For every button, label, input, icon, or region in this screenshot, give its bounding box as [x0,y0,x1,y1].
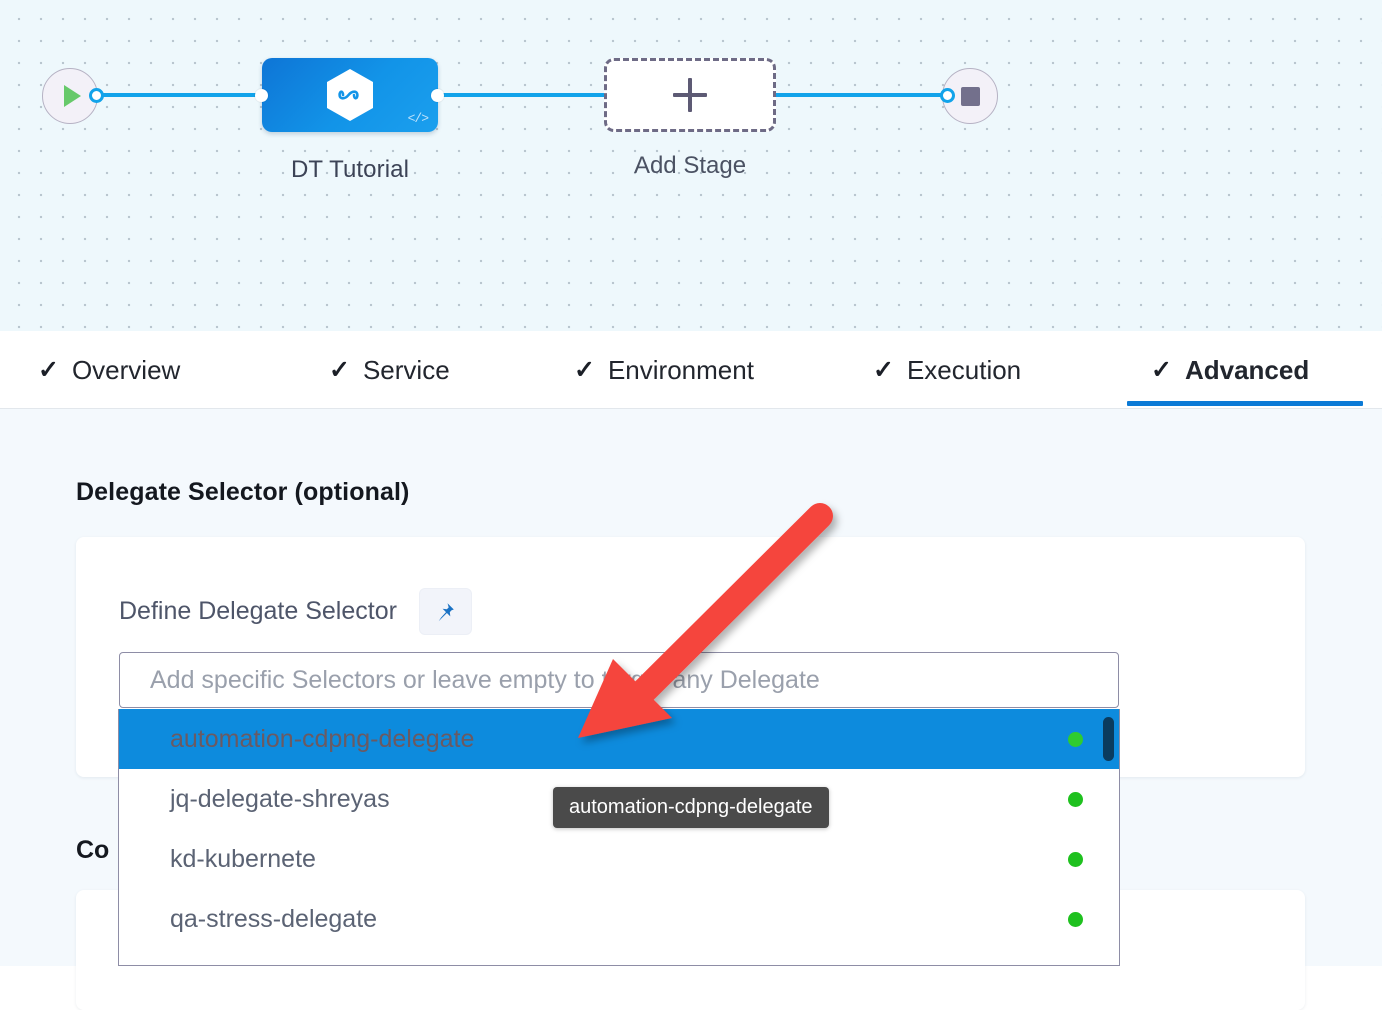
define-delegate-selector-row: Define Delegate Selector [119,588,472,635]
tab-execution-label: Execution [906,354,1022,385]
pipeline-start-node[interactable] [42,68,98,124]
tab-service-label: Service [362,354,450,385]
check-icon: ✓ [873,355,894,384]
tab-environment-label: Environment [607,354,754,385]
stage-output-port [431,89,444,102]
end-node-port [940,88,955,103]
delegate-selector-input[interactable]: Add specific Selectors or leave empty to… [119,652,1119,708]
plus-icon [673,78,707,112]
code-badge-icon: </> [407,111,429,126]
delegate-name: automation-cdpng-delegate [170,724,475,753]
connector-start-to-stage [96,93,268,97]
tab-advanced[interactable]: ✓ Advanced [1151,331,1309,409]
tab-execution[interactable]: ✓ Execution [873,331,1021,409]
tab-service[interactable]: ✓ Service [329,331,450,409]
check-icon: ✓ [38,355,59,384]
delegate-dropdown-list[interactable]: automation-cdpng-delegate jq-delegate-sh… [118,709,1120,966]
check-icon: ✓ [1151,355,1172,384]
stop-icon [960,86,980,106]
status-dot-icon [1068,731,1083,747]
dropdown-scrollbar-thumb[interactable] [1103,717,1114,761]
pushpin-icon[interactable] [418,588,472,635]
list-item[interactable]: qa-stress-delegate [119,889,1119,949]
list-item[interactable]: jq-delegate-shreyas [119,769,1119,829]
add-stage-button[interactable] [604,58,776,132]
delegate-name: jq-delegate-shreyas [170,784,390,813]
stage-node-dt-tutorial[interactable]: </> [262,58,438,132]
status-dot-icon [1068,791,1083,807]
tab-overview[interactable]: ✓ Overview [38,331,180,409]
tab-environment[interactable]: ✓ Environment [574,331,754,409]
infinity-icon [338,90,359,100]
pushpin-glyph [439,602,455,621]
stage-node-label: DT Tutorial [290,156,410,183]
secondary-section-title: Co [76,836,110,864]
tab-overview-label: Overview [71,354,181,385]
define-delegate-selector-label: Define Delegate Selector [119,597,397,625]
delegate-selector-placeholder: Add specific Selectors or leave empty to… [150,665,820,694]
tab-advanced-label: Advanced [1184,354,1310,385]
add-stage-label: Add Stage [633,152,747,179]
pipeline-hexagon-icon [327,69,373,121]
delegate-name: qa-stress-delegate [170,904,378,933]
check-icon: ✓ [574,355,595,384]
stage-config-tabbar: ✓ Overview ✓ Service ✓ Environment ✓ Exe… [0,331,1382,409]
pipeline-canvas[interactable]: </> DT Tutorial Add Stage [0,0,1382,331]
status-dot-icon [1068,911,1083,927]
list-item[interactable]: automation-cdpng-delegate [119,709,1119,769]
page-title: Delegate Selector (optional) [76,478,410,506]
status-dot-icon [1068,851,1083,867]
play-icon [64,85,81,107]
delegate-name: kd-kubernete [170,844,316,873]
list-item[interactable]: kd-kubernete [119,829,1119,889]
start-node-port [89,88,104,103]
delegate-tooltip: automation-cdpng-delegate [553,787,829,828]
stage-input-port [255,89,268,102]
check-icon: ✓ [329,355,350,384]
active-tab-indicator [1127,401,1363,406]
